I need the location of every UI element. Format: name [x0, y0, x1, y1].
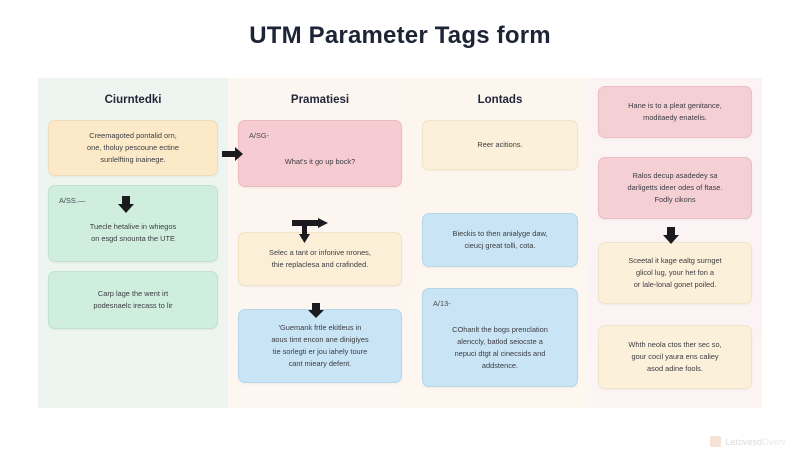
card-line: cant mieary defent.: [288, 358, 352, 368]
card-c4-3[interactable]: Sceetal it kage ealtg surnget glicol lug…: [598, 241, 752, 304]
arrow-col2-branch: [292, 218, 332, 246]
watermark: LetovesdOverv: [710, 436, 786, 447]
column-two: Pramatiesi A/SG- What's it go up bock? S…: [228, 78, 412, 408]
column-two-header: Pramatiesi: [290, 94, 350, 106]
card-line: nepuci dtgt al cinecsids and: [454, 348, 546, 358]
card-c1-1[interactable]: Creemagoted pontalid orn, one, tholuy pe…: [48, 120, 218, 176]
watermark-suffix: Overv: [761, 436, 786, 447]
card-c3-3[interactable]: A/13- COhanlt the bogs prenclation alenc…: [422, 287, 578, 387]
card-line: thie replaclesa and crafinded.: [271, 259, 369, 269]
arrow-col1-card1-down: [117, 196, 135, 214]
card-line: Sceetal it kage ealtg surnget: [628, 255, 722, 265]
card-line: 'Guemank frtle ekitleus in: [278, 322, 362, 332]
card-label: A/SS.—: [59, 195, 86, 205]
card-line: alenccly, batlod seiocste a: [457, 336, 543, 346]
card-line: darligetts ideer odes of ftase.: [627, 182, 723, 192]
arrow-col4-card2-down: [662, 227, 680, 245]
card-c4-2[interactable]: Ralos decup asadedey sa darligetts ideer…: [598, 156, 752, 219]
column-one: Ciurntedki Creemagoted pontalid orn, one…: [38, 78, 228, 408]
card-line: Selec a tant or infonive nrones,: [269, 247, 371, 257]
card-line: glicol lug, your het fon a: [635, 267, 715, 277]
logo-mark-icon: [710, 436, 722, 447]
card-line: cieucj great tolli, cota.: [464, 240, 536, 250]
arrow-col1-to-col2: [222, 146, 244, 162]
page-title: UTM Parameter Tags form: [249, 22, 551, 49]
card-line: or lale-lonal gonet poiled.: [633, 279, 717, 289]
arrow-col2-card2-down: [307, 303, 325, 319]
card-c4-4[interactable]: Whth neola ctos ther sec so, gour cocil …: [598, 324, 752, 389]
watermark-text: LetovesdOverv: [725, 437, 786, 447]
column-one-header: Ciurntedki: [104, 94, 162, 106]
card-c2-1[interactable]: A/SG- What's it go up bock?: [238, 120, 402, 187]
card-line: What's it go up bock?: [284, 156, 356, 166]
card-line: gour cocil yaura ens caliey: [631, 351, 719, 361]
card-line: one, tholuy pescoune ectine: [86, 142, 180, 152]
card-line: tie sorlegti er jou iahely toure: [272, 346, 368, 356]
column-three: Lontads Reer acitions. Bieckis to then a…: [412, 78, 588, 408]
card-line: asod adine fools.: [647, 363, 703, 373]
card-label: A/SG-: [249, 131, 270, 140]
board: Ciurntedki Creemagoted pontalid orn, one…: [38, 78, 762, 408]
card-c2-3[interactable]: 'Guemank frtle ekitleus in aous timt enc…: [238, 308, 402, 383]
card-line: Carp lage the went irt: [97, 288, 169, 298]
column-four: Hane is to a pleat genitance, moditaedy …: [588, 78, 762, 408]
watermark-brand: Letovesd: [725, 436, 762, 447]
card-line: addstence.: [481, 360, 519, 370]
column-three-header: Lontads: [477, 94, 523, 106]
card-c3-1[interactable]: Reer acitions.: [422, 120, 578, 170]
card-line: COhanlt the bogs prenclation: [452, 324, 548, 334]
card-c1-3[interactable]: Carp lage the went irt podesnaelc irecas…: [48, 270, 218, 329]
card-line: Reer acitions.: [477, 140, 523, 149]
card-line: Whth neola ctos ther sec so,: [628, 339, 722, 349]
card-line: Fodly cikons: [654, 194, 696, 204]
card-c2-2[interactable]: Selec a tant or infonive nrones, thie re…: [238, 231, 402, 286]
card-label: A/13-: [433, 298, 451, 308]
card-line: Bieckis to then anialyge daw,: [452, 228, 548, 238]
card-line: aous timt encon ane dinigiyes: [271, 334, 369, 344]
card-c1-2[interactable]: A/SS.— Tuecle hetalive in whiegos on esg…: [48, 184, 218, 262]
card-c3-2[interactable]: Bieckis to then anialyge daw, cieucj gre…: [422, 212, 578, 267]
card-line: Tuecle hetalive in whiegos: [89, 221, 177, 231]
card-line: moditaedy enatelis.: [643, 112, 707, 122]
card-line: podesnaelc irecass to lir: [93, 300, 173, 310]
card-c4-1[interactable]: Hane is to a pleat genitance, moditaedy …: [598, 86, 752, 138]
card-line: sunlelfting inainege.: [100, 154, 166, 164]
card-line: Hane is to a pleat genitance,: [628, 101, 722, 110]
card-line: on esgd snounta the UTE: [91, 233, 175, 243]
card-line: Creemagoted pontalid orn,: [89, 131, 177, 140]
card-line: Ralos decup asadedey sa: [632, 170, 718, 180]
